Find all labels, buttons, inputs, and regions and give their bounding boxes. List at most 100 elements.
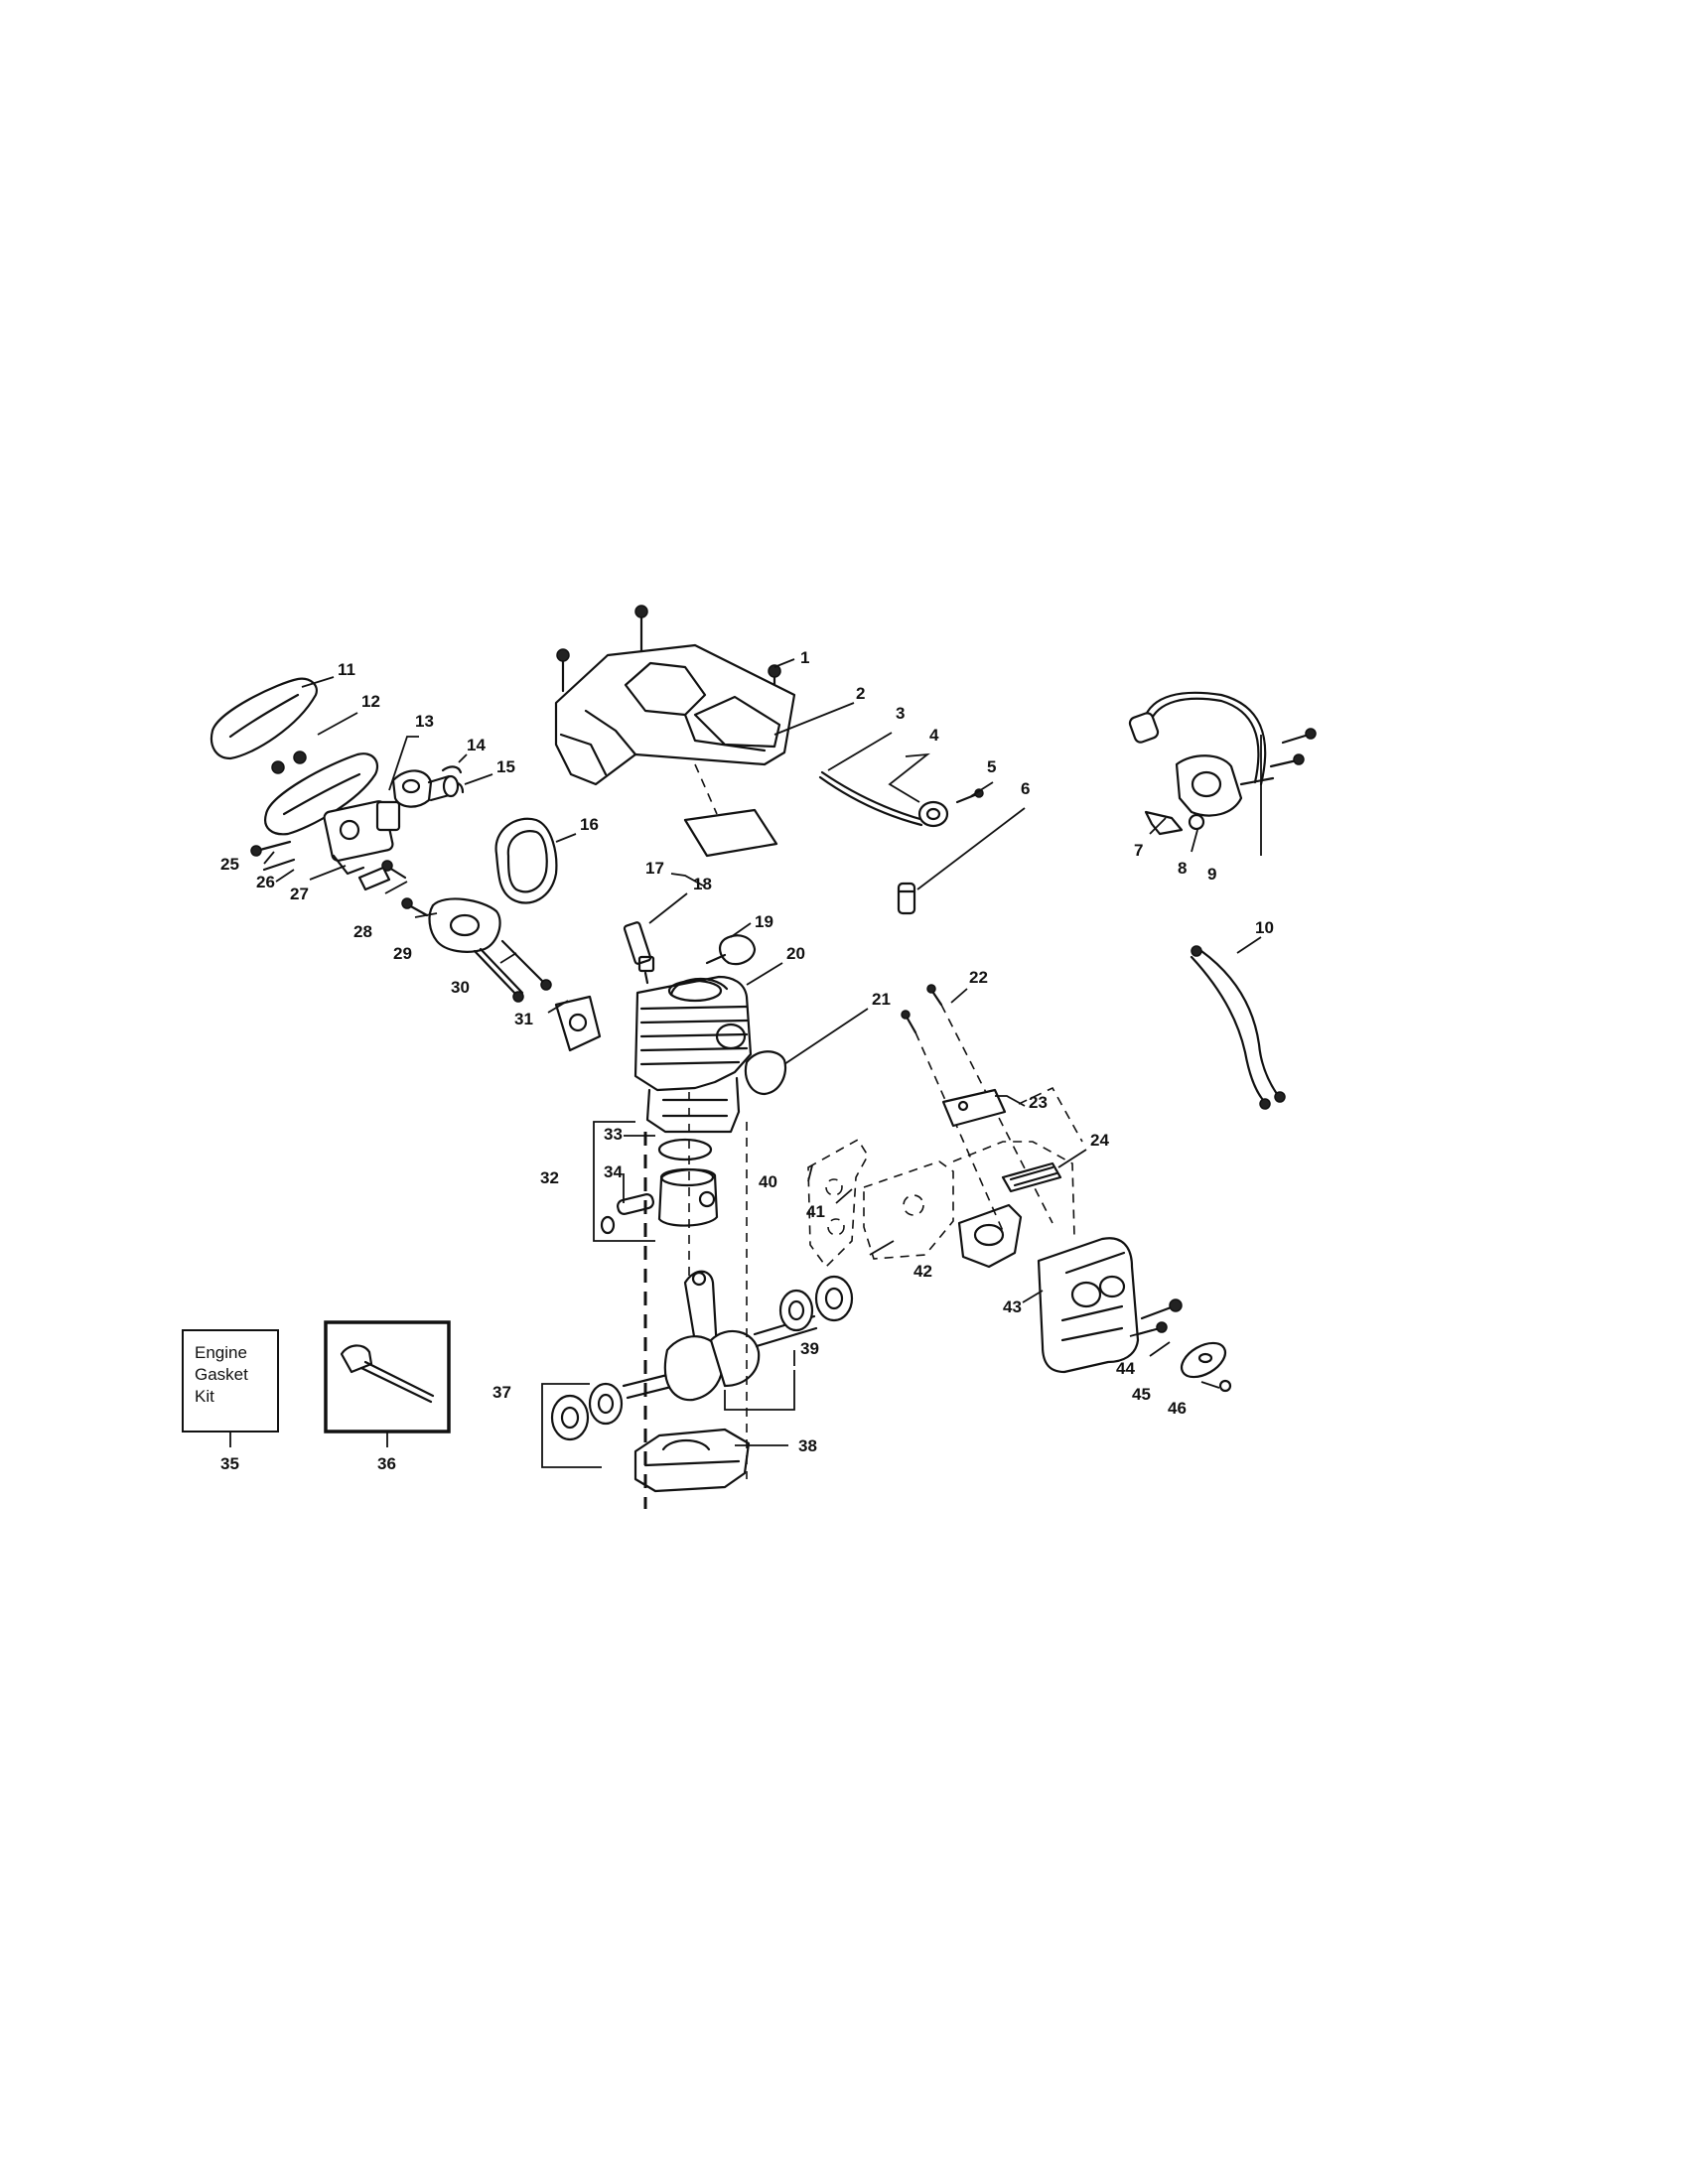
muffler-plate [941, 1088, 1007, 1128]
muffler-nut [1218, 1379, 1232, 1393]
carburetor [323, 800, 401, 876]
callout-20: 20 [786, 944, 805, 963]
callout-19: 19 [755, 912, 773, 931]
adaptor-bolt [473, 947, 524, 1003]
crank-seal [550, 1394, 590, 1441]
engine-gasket-kit: Engine Gasket Kit [182, 1329, 279, 1447]
callout-29: 29 [393, 944, 412, 963]
kit-label-line3: Kit [195, 1387, 214, 1406]
piston-pin [617, 1193, 654, 1215]
callout-2: 2 [856, 684, 865, 703]
cylinder [633, 975, 753, 1134]
callout-14: 14 [467, 736, 486, 754]
ignition-screw [1269, 753, 1305, 768]
callout-30: 30 [451, 978, 470, 997]
callout-24: 24 [1090, 1131, 1109, 1150]
crankcase [633, 1428, 751, 1493]
ignition-screw [1281, 728, 1317, 745]
callout-9: 9 [1207, 865, 1216, 884]
callout-8: 8 [1178, 859, 1187, 878]
intake-clip [442, 774, 460, 798]
callout-36: 36 [377, 1454, 396, 1473]
spark-arrestor-screen [1001, 1161, 1062, 1193]
callout-18: 18 [693, 875, 712, 893]
piston [657, 1167, 719, 1227]
piston-ring [657, 1138, 713, 1161]
carburetor-group [210, 677, 558, 904]
exhaust-gasket [957, 1203, 1023, 1269]
primer-bulb [917, 800, 949, 828]
callout-12: 12 [361, 692, 380, 711]
carb-stud [250, 840, 296, 872]
muffler-group [807, 984, 1232, 1393]
heat-shield [807, 1138, 869, 1269]
callout-43: 43 [1003, 1297, 1022, 1316]
callout-35: 35 [220, 1454, 239, 1473]
callout-41: 41 [806, 1202, 825, 1221]
spark-plug-wrench [340, 1344, 435, 1404]
callout-27: 27 [290, 885, 309, 903]
callout-46: 46 [1168, 1399, 1187, 1418]
adaptor-bolt [500, 939, 552, 991]
cover-screw [556, 648, 570, 693]
callout-25: 25 [220, 855, 239, 874]
intake-adaptor [428, 897, 501, 953]
callout-22: 22 [969, 968, 988, 987]
ignition-group [1128, 691, 1317, 1110]
callout-1: 1 [800, 648, 809, 667]
crank-seal [814, 1275, 854, 1322]
fuel-system-group [818, 770, 984, 915]
cylinder-group [623, 921, 787, 1134]
muffler-screw [901, 1010, 917, 1034]
adaptor-gasket [554, 995, 602, 1052]
intake-boot [391, 769, 455, 808]
callout-39: 39 [800, 1339, 819, 1358]
intake-adaptor-group [381, 860, 602, 1052]
tool-kit [324, 1320, 451, 1447]
callout-37: 37 [492, 1383, 511, 1402]
cylinder-cover [554, 643, 796, 786]
callout-44: 44 [1116, 1359, 1135, 1378]
muffler [1037, 1237, 1140, 1374]
callout-28: 28 [353, 922, 372, 941]
callout-3: 3 [896, 704, 905, 723]
callout-40: 40 [759, 1172, 777, 1191]
spacer [1188, 813, 1205, 831]
callout-15: 15 [496, 757, 515, 776]
cover-nut [271, 751, 307, 774]
crank-bearing [588, 1382, 624, 1426]
adaptor-screw [401, 897, 429, 917]
callout-7: 7 [1134, 841, 1143, 860]
ground-bracket [1144, 810, 1184, 836]
crankshaft-group [541, 1270, 854, 1468]
callout-34: 34 [604, 1162, 623, 1181]
callout-17: 17 [645, 859, 664, 878]
piston-kit-bracket [593, 1121, 655, 1242]
muffler-screw [926, 984, 943, 1007]
callout-6: 6 [1021, 779, 1030, 798]
leader-lines [263, 658, 1262, 1446]
callout-13: 13 [415, 712, 434, 731]
callout-4: 4 [929, 726, 939, 745]
ignition-wires [1190, 945, 1286, 1110]
crankshaft-bracket [724, 1370, 795, 1411]
callout-21: 21 [872, 990, 891, 1009]
piston-kit-group [593, 1121, 719, 1242]
ignition-module [1128, 691, 1275, 817]
spark-plug [623, 921, 655, 985]
muffler-bolt [1140, 1298, 1183, 1320]
crank-bearing-bracket [541, 1383, 602, 1468]
callout-5: 5 [987, 757, 996, 776]
callout-42: 42 [913, 1262, 932, 1281]
kit-label-line2: Gasket [195, 1365, 248, 1384]
callout-26: 26 [256, 873, 275, 891]
callout-45: 45 [1132, 1385, 1151, 1404]
exhaust-frame [952, 1086, 1083, 1238]
air-filter-cover [210, 677, 318, 760]
air-filter [264, 752, 379, 836]
callout-33: 33 [604, 1125, 623, 1144]
fuel-filter [897, 882, 916, 915]
fuel-line [820, 770, 925, 822]
pin-retainer [600, 1215, 616, 1235]
